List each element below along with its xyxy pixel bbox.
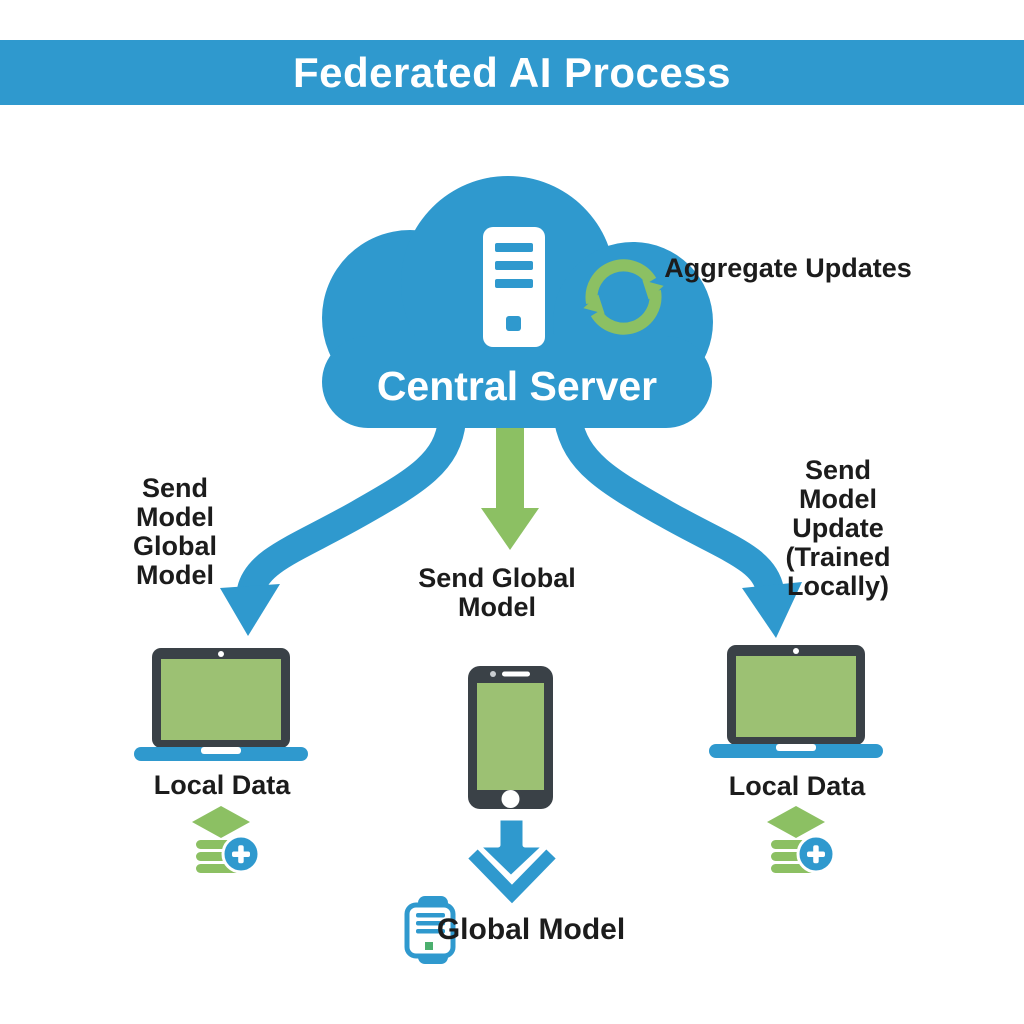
arrow-label-middle: Send Global Model [418, 563, 576, 622]
database-add-icon-left [192, 806, 261, 874]
local-data-label-left: Local Data [153, 770, 291, 800]
aggregate-updates-label: Aggregate Updates [664, 253, 912, 283]
page-title: Federated AI Process [293, 48, 731, 96]
title-banner: Federated AI Process [0, 40, 1024, 105]
send-model-update-arrow-right [554, 416, 802, 638]
database-add-icon-right [767, 806, 836, 874]
arrow-label-right: Send Model Update (Trained Locally) [785, 455, 891, 601]
download-arrow-icon [468, 815, 556, 904]
central-server-label: Central Server [376, 363, 658, 409]
server-icon [483, 227, 545, 347]
laptop-icon-left [134, 648, 308, 761]
send-model-arrow-left [220, 418, 466, 636]
local-data-label-right: Local Data [728, 771, 866, 801]
global-model-label: Global Model [436, 913, 626, 946]
global-model-icon [404, 896, 456, 964]
phone-icon [468, 666, 553, 809]
arrow-label-left: Send Model Global Model [132, 473, 217, 590]
send-global-model-arrow [481, 428, 539, 550]
laptop-icon-right [709, 645, 883, 758]
sync-icon [583, 259, 664, 335]
